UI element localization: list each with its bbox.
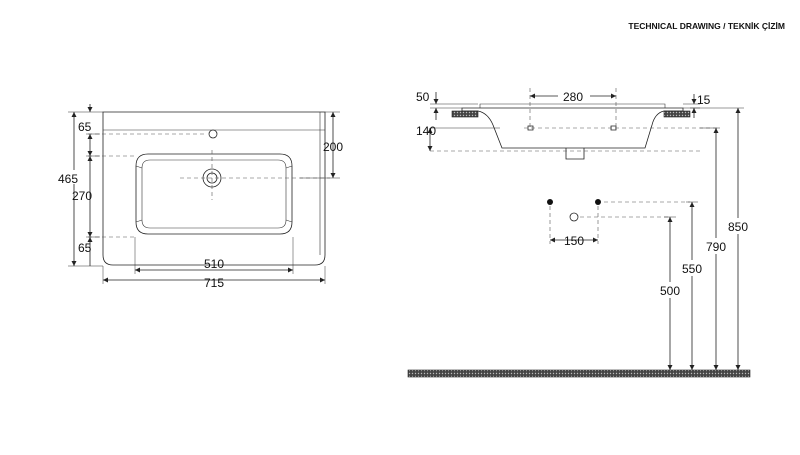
dim-height-500: 500 <box>660 284 680 298</box>
drain-stub <box>565 148 585 160</box>
dim-inlet-spacing-150: 150 <box>564 234 584 248</box>
side-view: 280 50 140 15 <box>416 88 720 160</box>
dim-depth-total: 465 <box>58 172 78 186</box>
dim-right-thickness-15: 15 <box>697 93 711 107</box>
dim-right-200: 200 <box>323 140 343 154</box>
dim-height-550: 550 <box>682 262 702 276</box>
dim-width-total: 715 <box>204 276 224 290</box>
dim-depth-top: 65 <box>78 120 92 134</box>
dim-left-thickness-50: 50 <box>416 90 430 104</box>
height-dimensions: 500 550 790 850 <box>660 107 748 370</box>
dim-width-bowl: 510 <box>204 257 224 271</box>
bowl-inner-outline <box>141 159 287 229</box>
drawing-title: TECHNICAL DRAWING / TEKNİK ÇİZİM <box>628 21 785 31</box>
dim-height-850: 850 <box>728 220 748 234</box>
plan-view: 465 65 270 65 200 510 715 <box>58 104 343 290</box>
waste-outlet <box>569 212 579 222</box>
basin-section <box>461 107 684 149</box>
bowl-outline <box>135 153 293 235</box>
basin-outline <box>102 111 326 266</box>
dim-hole-spacing-280: 280 <box>563 90 583 104</box>
water-inlet-right <box>595 199 601 205</box>
right-support-pad <box>663 110 691 118</box>
tap-hole <box>208 129 218 139</box>
water-inlet-left <box>547 199 553 205</box>
dim-left-140: 140 <box>416 124 436 138</box>
floor-line <box>407 369 751 378</box>
left-support-pad <box>451 110 479 118</box>
dim-depth-middle: 270 <box>72 189 92 203</box>
dim-depth-bottom: 65 <box>78 241 92 255</box>
wall-view: 150 <box>547 199 690 248</box>
dim-height-790: 790 <box>706 240 726 254</box>
